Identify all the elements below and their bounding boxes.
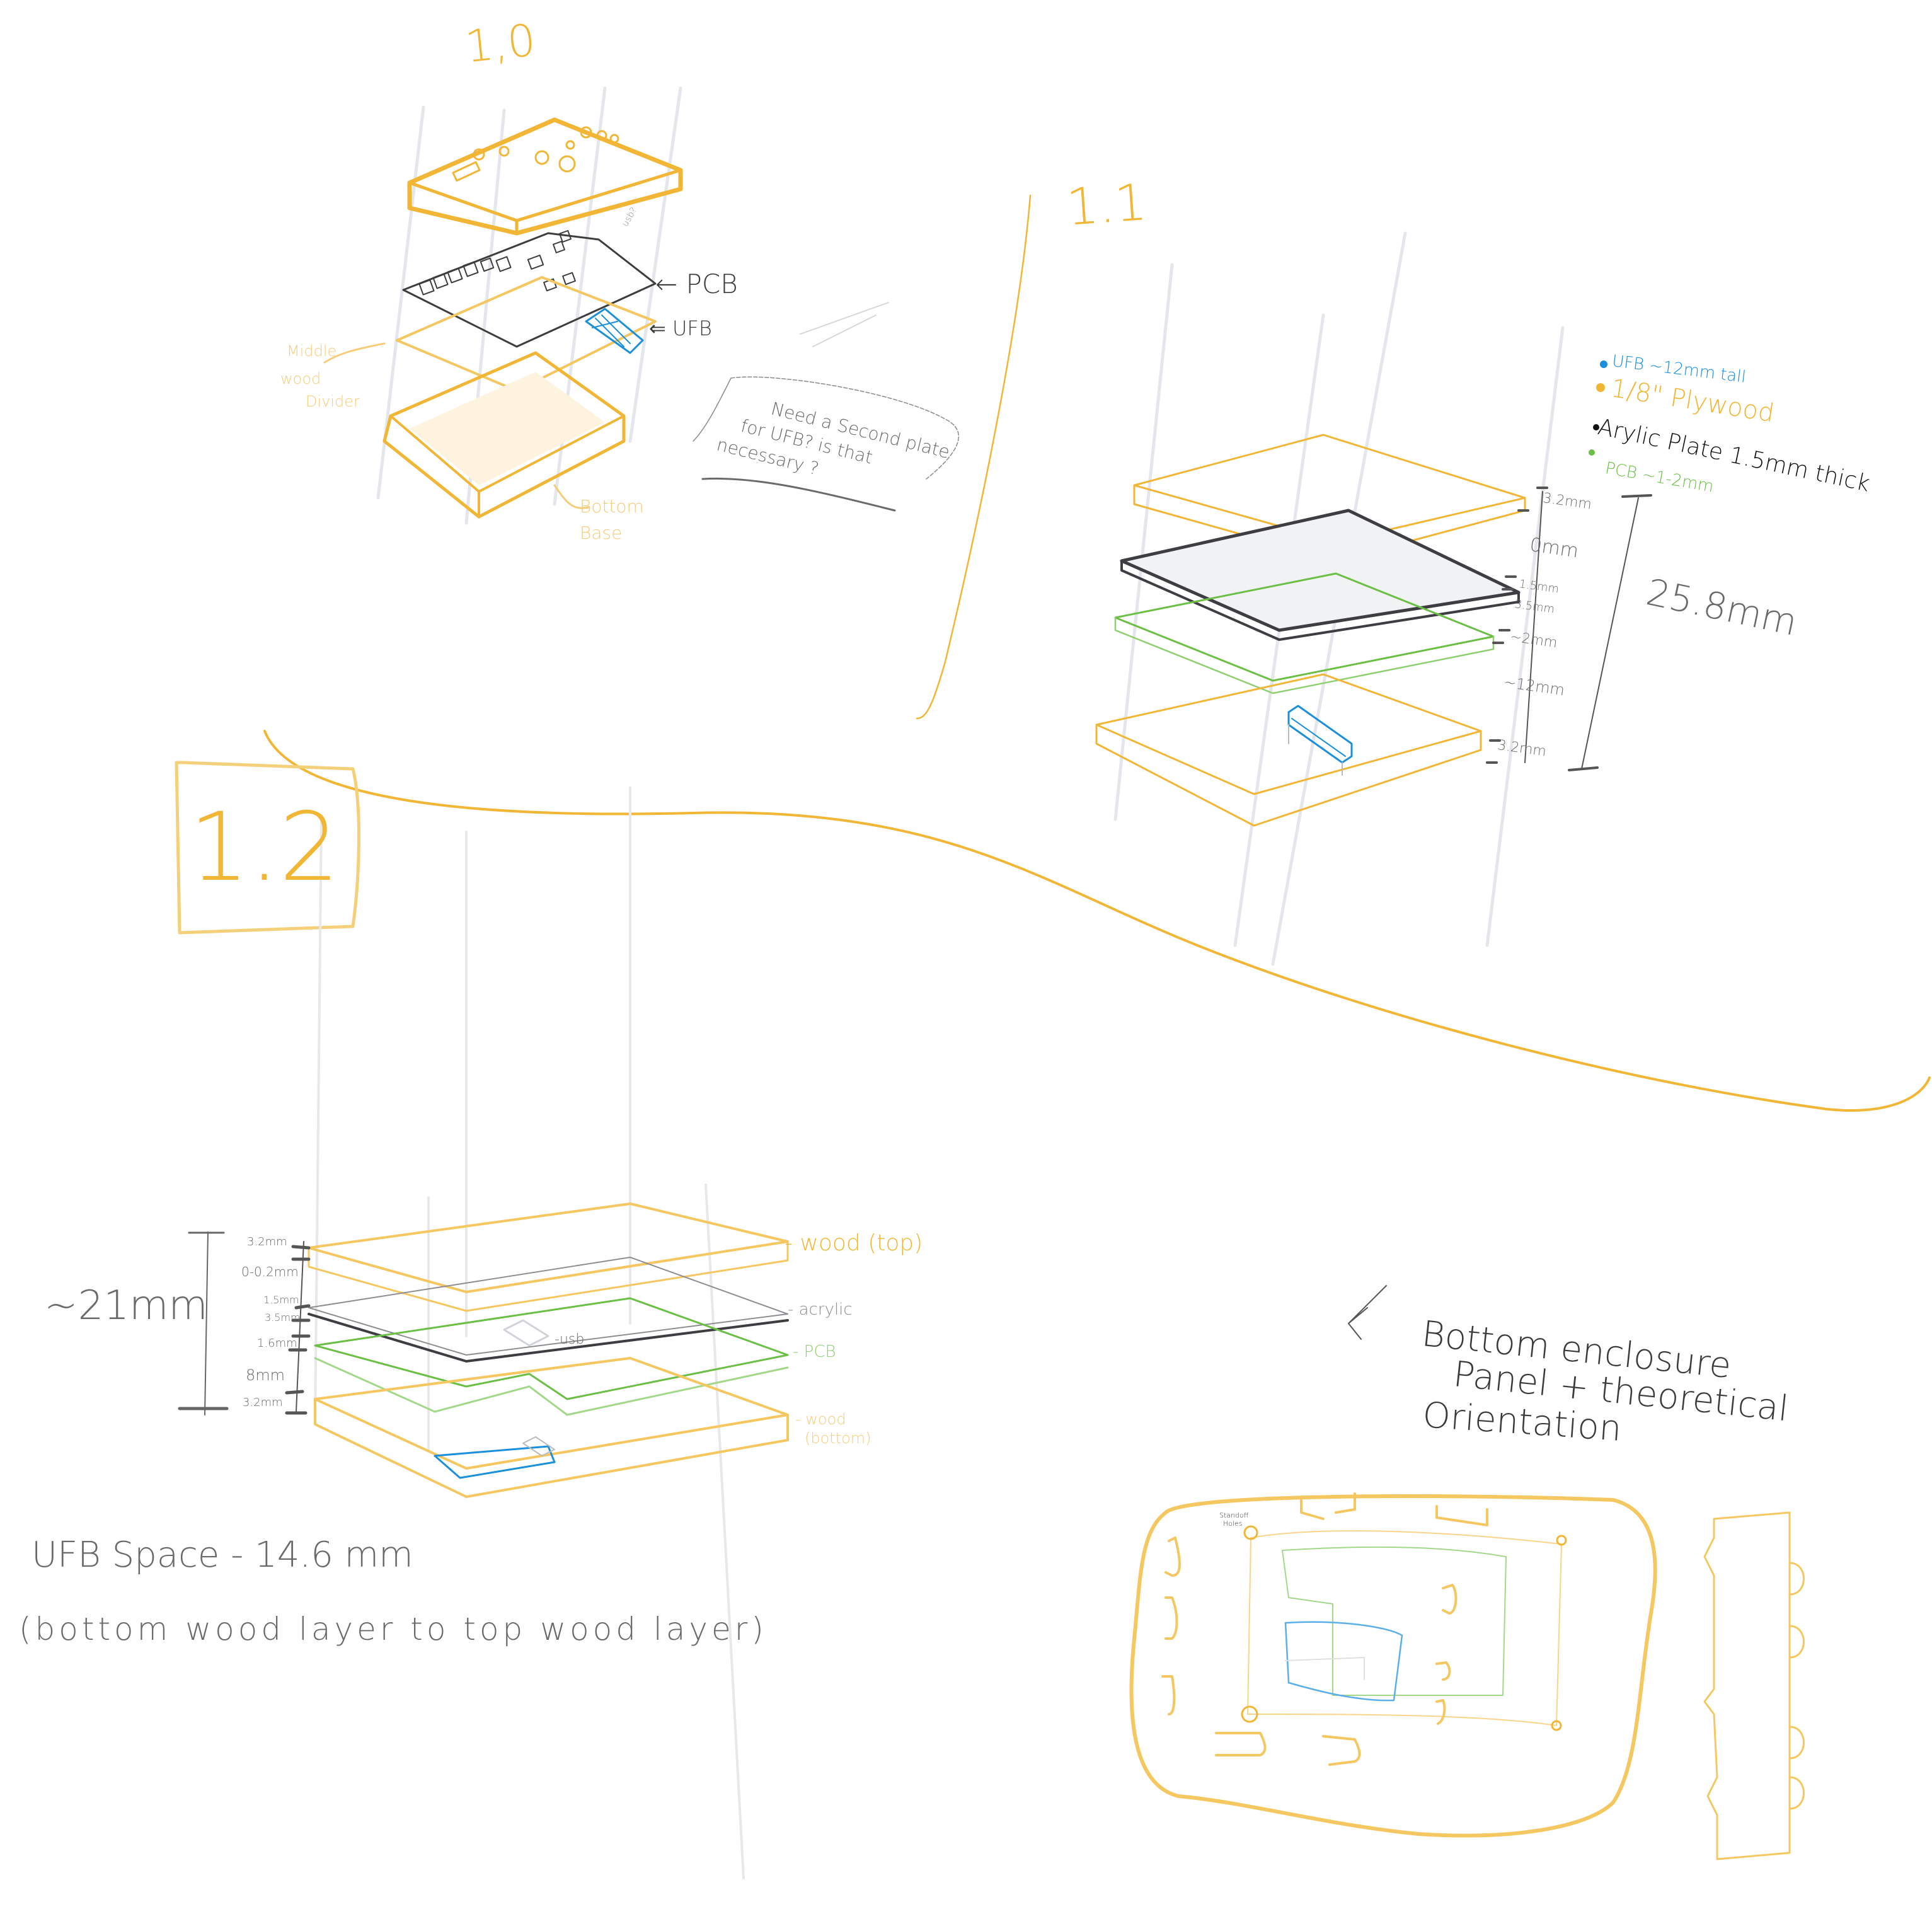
ufb-space-note: UFB Space - 14.6 mm xyxy=(32,1535,413,1576)
ufb-label: ⇐ UFB xyxy=(649,316,712,340)
label-wood-bottom-line2: (bottom) xyxy=(805,1429,871,1447)
label-pcb: - PCB xyxy=(793,1342,836,1361)
dim-1-2-ufb-space: 8mm xyxy=(246,1366,285,1384)
pcb-label: ← PCB xyxy=(655,268,738,299)
dim-1-2-pcb: 1.6mm xyxy=(257,1337,297,1350)
section-divider-vertical xyxy=(916,194,1032,720)
dim-1-2-spacer: 3.5mm xyxy=(265,1311,301,1323)
middle-label-line3: Divider xyxy=(306,393,360,410)
label-wood-bottom-line1: - wood xyxy=(795,1410,846,1428)
middle-label-line2: wood xyxy=(280,370,321,388)
dim-1-2-gap: 0-0.2mm xyxy=(241,1264,299,1279)
bottom-base-label: Bottom Base xyxy=(580,498,644,542)
middle-wood-divider-label: Middle wood Divider xyxy=(280,342,360,410)
label-usb: -usb xyxy=(555,1332,585,1347)
standoff-label-line2: Holes xyxy=(1223,1519,1243,1528)
label-wood-top: - wood (top) xyxy=(785,1230,923,1256)
bottom-panel-drawing xyxy=(1129,1285,1805,1860)
standoff-holes-label: Standoff Holes xyxy=(1219,1511,1248,1528)
sketch-1-0-drawing xyxy=(323,86,959,525)
label-acrylic: - acrylic xyxy=(788,1300,853,1319)
bottom-panel-caption: Bottom enclosure Panel + theoretical Ori… xyxy=(1420,1313,1792,1450)
middle-label-line1: Middle xyxy=(287,342,337,360)
bottom-to-top-note: (bottom wood layer to top wood layer) xyxy=(19,1611,768,1647)
standoff-label-line1: Standoff xyxy=(1219,1511,1249,1519)
sketch-1-1-drawing xyxy=(1095,231,1652,966)
dim-1-2-acrylic: 1.5mm xyxy=(263,1294,299,1306)
dim-1-2-top-wood: 3.2mm xyxy=(247,1235,287,1248)
bottom-label-line2: Base xyxy=(580,522,623,543)
bottom-label-line1: Bottom xyxy=(580,496,644,517)
sketch-1-2-title: 1.2 xyxy=(189,793,340,902)
label-wood-bottom: - wood (bottom) xyxy=(795,1412,871,1446)
sketch-1-0-title: 1,0 xyxy=(463,14,538,73)
sketch-1-1-title: 1.1 xyxy=(1064,173,1149,237)
dim-1-2-bottom-wood: 3.2mm xyxy=(243,1396,283,1409)
sketch-1-2-drawing xyxy=(175,761,789,1879)
dim-1-2-total: ~21mm xyxy=(44,1283,208,1329)
section-divider-curve xyxy=(263,730,1931,1112)
